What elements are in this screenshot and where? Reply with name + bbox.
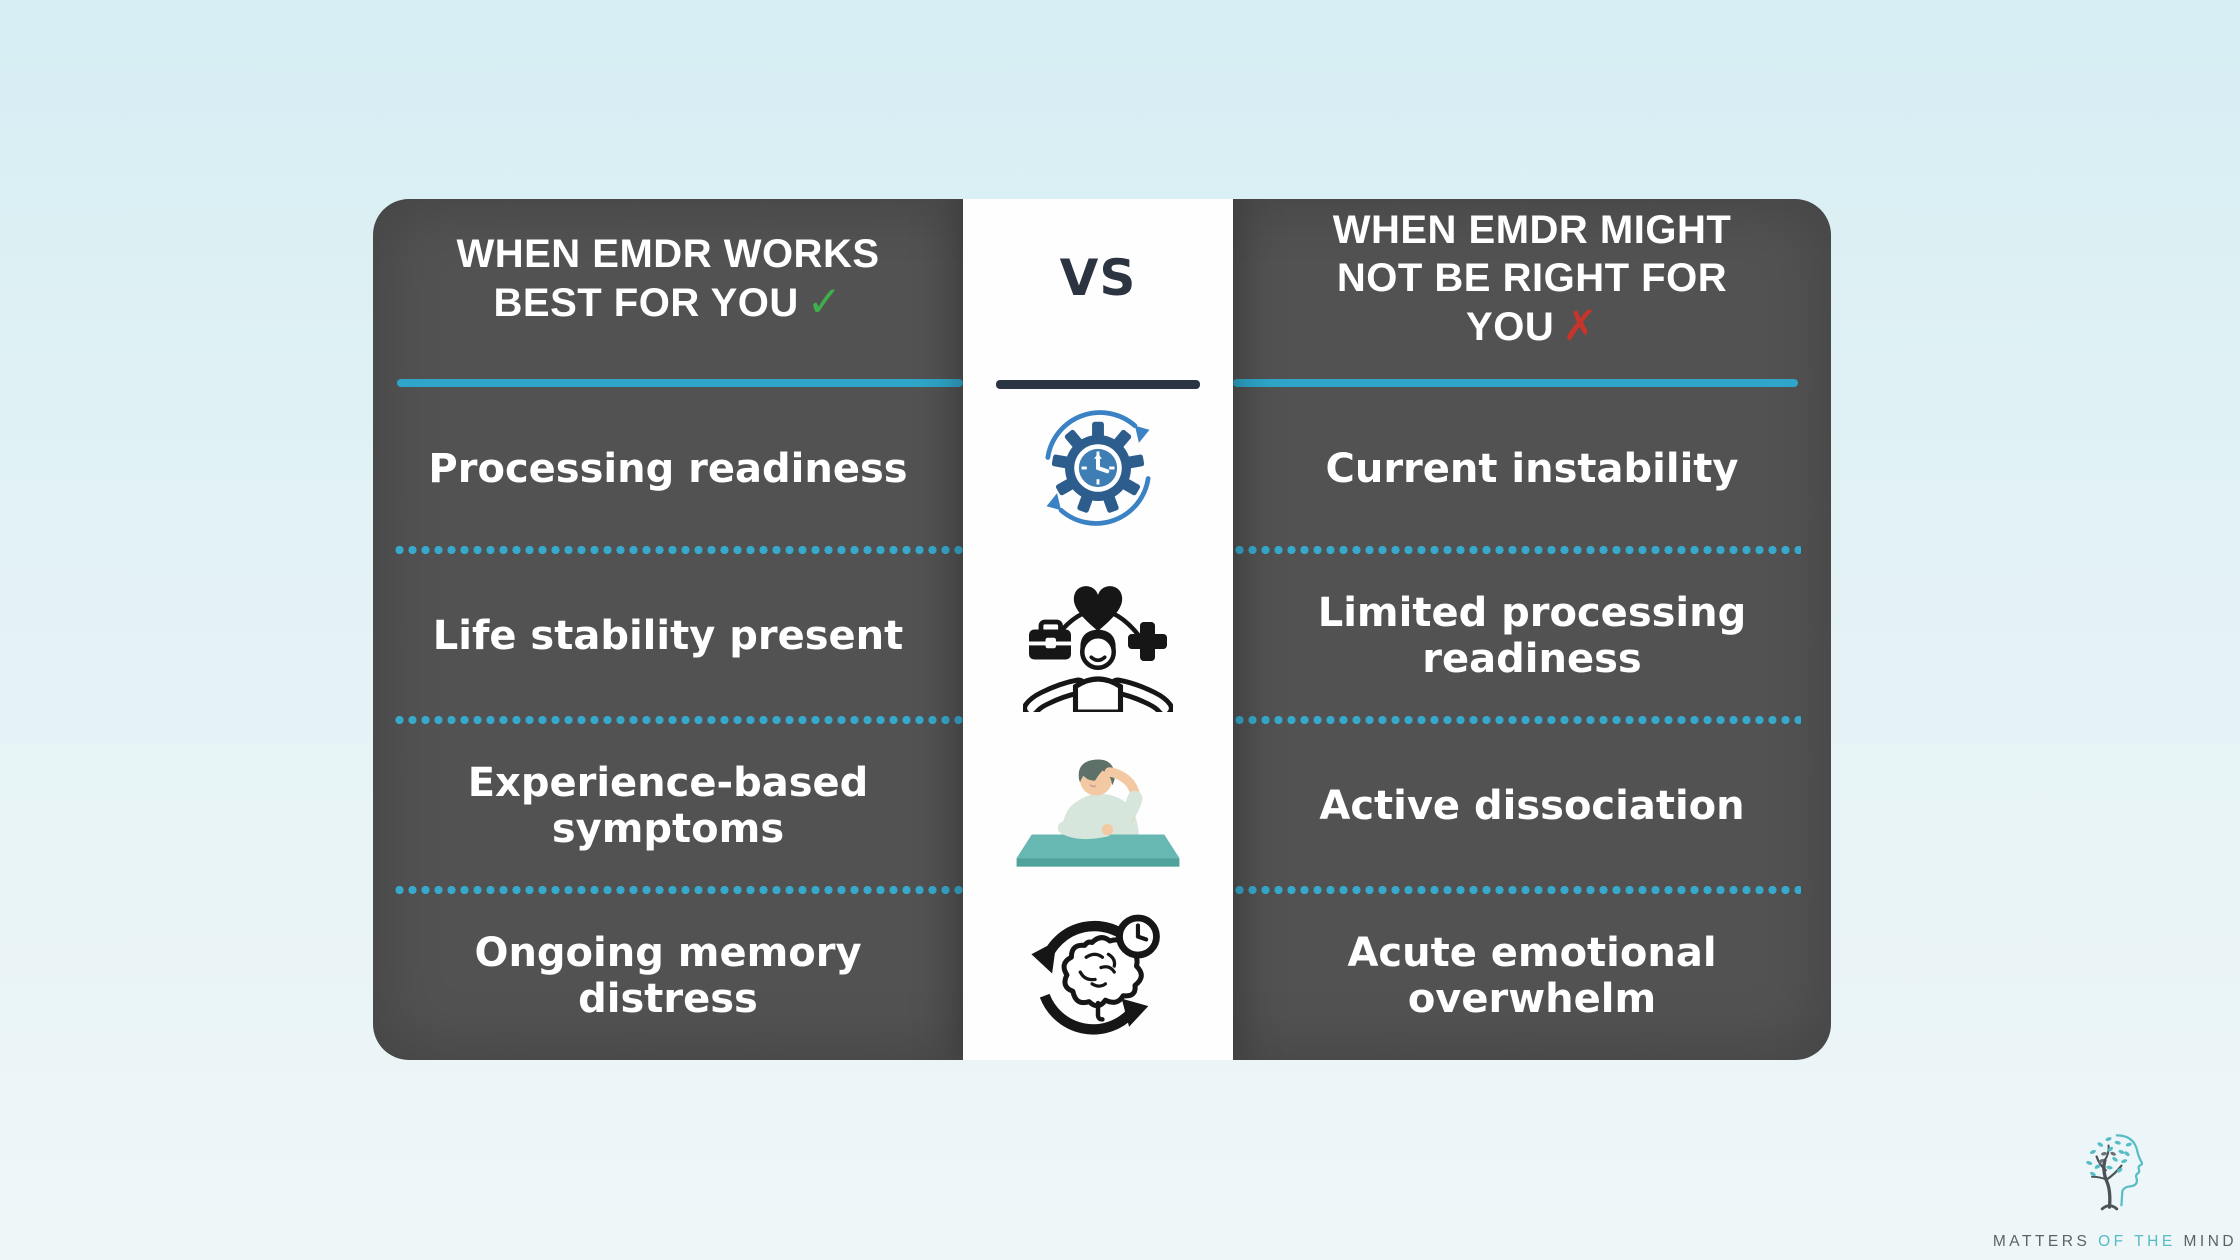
right-dotted-divider-3: [1233, 885, 1801, 894]
right-row-4-label: Acute emotional overwhelm: [1347, 929, 1717, 1022]
left-row-3: Experience-based symptoms: [381, 721, 955, 891]
left-column-title: WHEN EMDR WORKS BEST FOR YOU: [456, 231, 880, 325]
left-column-header: WHEN EMDR WORKS BEST FOR YOU✓: [373, 199, 963, 385]
right-row-4: Acute emotional overwhelm: [1241, 891, 1823, 1060]
left-header-text: WHEN EMDR WORKS BEST FOR YOU✓: [456, 230, 879, 327]
right-row-1-label: Current instability: [1325, 445, 1739, 492]
life-balance-person-icon: [1022, 562, 1174, 718]
check-mark-icon: ✓: [806, 276, 843, 326]
right-dotted-divider-2: [1233, 715, 1801, 724]
brand-logo-tree-head-icon: [2069, 1126, 2161, 1227]
left-row-4: Ongoing memory distress: [381, 891, 955, 1060]
processing-cycle-gear-clock-icon: [1032, 402, 1164, 539]
brand-name: MATTERS OF THE MIND: [1993, 1233, 2237, 1251]
left-row-1: Processing readiness: [381, 386, 955, 551]
left-row-3-label: Experience-based symptoms: [467, 760, 869, 852]
right-row-2: Limited processing readiness: [1241, 551, 1823, 721]
right-row-1: Current instability: [1241, 386, 1823, 551]
left-row-1-label: Processing readiness: [428, 445, 908, 492]
left-column: WHEN EMDR WORKS BEST FOR YOU✓ Processing…: [373, 199, 963, 1060]
vs-label: VS: [1059, 249, 1137, 307]
comparison-card: WHEN EMDR WORKS BEST FOR YOU✓ Processing…: [373, 199, 1831, 1060]
center-vs-strip: VS: [963, 199, 1233, 1060]
left-row-2: Life stability present: [381, 551, 955, 721]
left-dotted-divider-2: [393, 715, 963, 724]
brand-word-mind: MIND: [2183, 1233, 2238, 1250]
left-dotted-divider-1: [393, 545, 963, 554]
left-dotted-divider-3: [393, 885, 963, 894]
right-column: WHEN EMDR MIGHT NOT BE RIGHT FOR YOU✗ Cu…: [1233, 199, 1831, 1060]
right-column-header: WHEN EMDR MIGHT NOT BE RIGHT FOR YOU✗: [1233, 199, 1831, 385]
right-header-rule: [1233, 379, 1798, 387]
brand-word-matters: MATTERS: [1992, 1233, 2091, 1250]
right-row-2-label: Limited processing readiness: [1317, 590, 1747, 682]
cross-mark-icon: ✗: [1562, 300, 1598, 350]
vs-header-rule: [996, 380, 1200, 389]
brand-block: MATTERS OF THE MIND: [1990, 1126, 2240, 1251]
left-header-rule: [397, 379, 963, 387]
memory-reprocessing-brain-clock-icon: [1023, 901, 1173, 1054]
right-column-title: WHEN EMDR MIGHT NOT BE RIGHT FOR YOU: [1332, 207, 1732, 349]
right-row-3: Active dissociation: [1241, 721, 1823, 891]
distressed-person-at-desk-icon: [1003, 736, 1193, 883]
brand-word-of-the: OF THE: [2098, 1233, 2176, 1250]
left-row-2-label: Life stability present: [432, 613, 904, 659]
right-dotted-divider-1: [1233, 545, 1801, 554]
left-row-4-label: Ongoing memory distress: [474, 929, 862, 1022]
right-row-3-label: Active dissociation: [1319, 783, 1745, 829]
right-header-text: WHEN EMDR MIGHT NOT BE RIGHT FOR YOU✗: [1333, 206, 1732, 351]
